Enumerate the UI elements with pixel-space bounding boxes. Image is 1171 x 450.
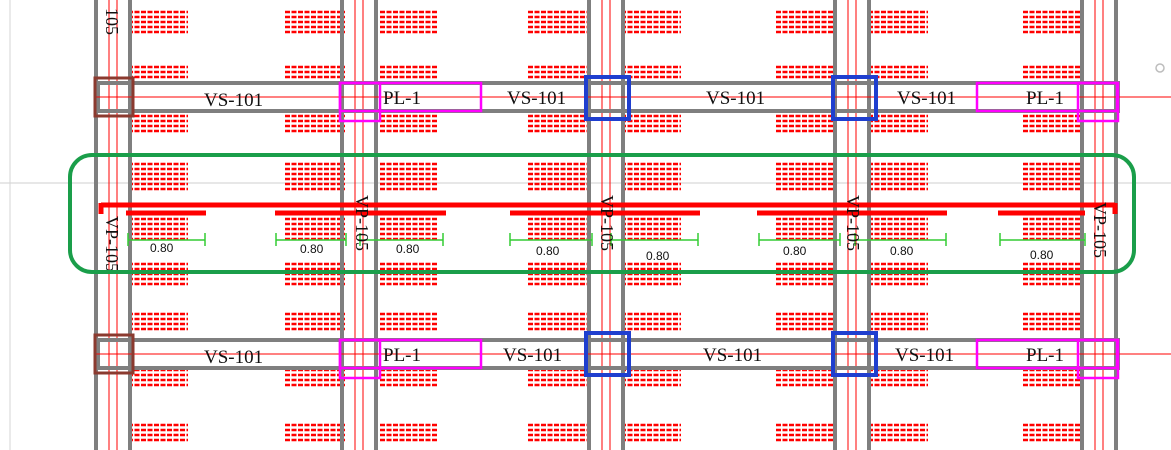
column-blue-bottom-2 — [831, 331, 878, 377]
dimension-label: 0.80 — [150, 241, 174, 255]
highlight-frame — [68, 153, 1136, 274]
column-blue-top-1 — [584, 75, 631, 121]
top-beam-label-3: VS-101 — [507, 88, 566, 109]
bottom-beam-label-2: PL-1 — [383, 345, 421, 366]
dimension-layer: 0.80 0.80 0.80 0.80 0.80 0.80 0.80 0.80 — [127, 233, 1086, 263]
top-beam-label-5: VS-101 — [897, 88, 956, 109]
top-beam-label-4: VS-101 — [706, 88, 765, 109]
dimension-label: 0.80 — [890, 244, 914, 258]
column-label-1: VP-105 — [102, 216, 122, 272]
dimension-label: 0.80 — [646, 249, 670, 263]
rebar-dashes-layer — [128, 10, 1083, 442]
pl1-box-top-1-end — [338, 81, 382, 123]
column-label-5: VP-105 — [1090, 202, 1110, 258]
top-beam-label-1: VS-101 — [204, 90, 263, 111]
column-brown-top — [93, 76, 135, 118]
column-label-3: VP-105 — [597, 195, 617, 251]
pl1-box-bottom-2-end — [1076, 338, 1120, 380]
dimension-label: 0.80 — [396, 242, 420, 256]
top-beam-label-2: PL-1 — [383, 88, 421, 109]
column-label-2: VP-105 — [352, 195, 372, 251]
column-blue-bottom-1 — [584, 331, 631, 377]
dimension-label: 0.80 — [1030, 248, 1054, 262]
column-brown-bottom — [93, 333, 135, 375]
dimension-label: 0.80 — [783, 244, 807, 258]
edge-marker-icon — [1155, 63, 1165, 73]
bottom-beam-label-3: VS-101 — [503, 345, 562, 366]
column-blue-top-2 — [831, 75, 878, 121]
column-label-4: VP-105 — [843, 195, 863, 251]
pl1-box-top-2-end — [1076, 81, 1120, 123]
dimension-label: 0.80 — [536, 244, 560, 258]
bottom-beam-label-6: PL-1 — [1026, 345, 1064, 366]
bottom-beam-label-5: VS-101 — [895, 345, 954, 366]
top-beam-label-6: PL-1 — [1026, 88, 1064, 109]
top-edge-label: 105 — [102, 8, 122, 35]
pl1-box-bottom-1-end — [338, 338, 382, 380]
dimension-label: 0.80 — [300, 242, 324, 256]
bottom-beam-label-4: VS-101 — [703, 345, 762, 366]
bottom-beam-label-1: VS-101 — [204, 347, 263, 368]
